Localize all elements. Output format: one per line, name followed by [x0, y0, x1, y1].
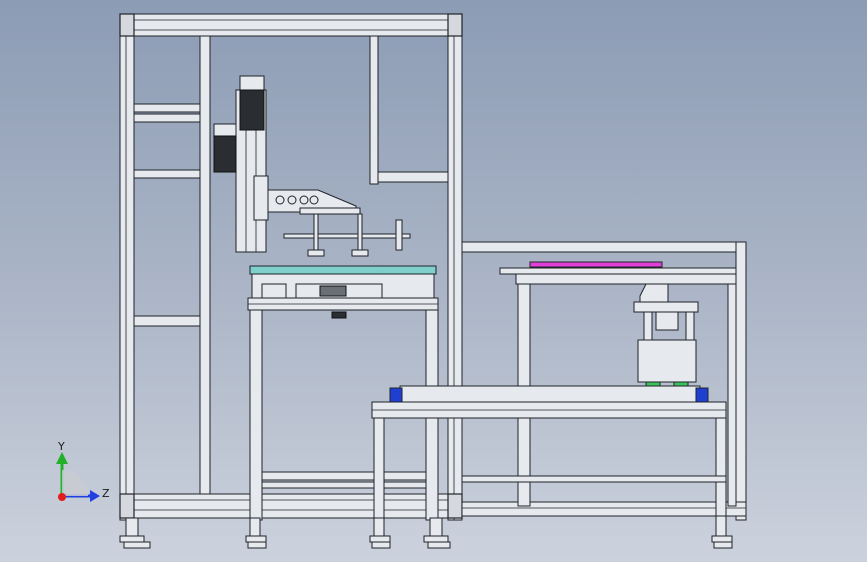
base-beam — [119, 493, 463, 519]
right-frame — [371, 241, 747, 521]
right-end-post — [735, 241, 747, 521]
inner-post-right — [369, 35, 379, 185]
actuator-motor-top — [239, 75, 265, 91]
axis-triad — [56, 452, 100, 502]
inner-post — [199, 35, 211, 497]
conveyor — [399, 385, 701, 403]
station-block — [637, 339, 697, 383]
right-top-beam — [461, 241, 747, 253]
magenta-plate — [529, 261, 663, 268]
linear-actuator — [213, 75, 411, 257]
z-axis-label: Z — [102, 487, 110, 500]
cyan-plate — [249, 265, 437, 275]
carriage — [253, 175, 269, 221]
y-axis-label: Y — [58, 440, 65, 453]
right-post — [447, 13, 463, 521]
left-post — [119, 13, 135, 521]
leveling-feet — [119, 515, 733, 549]
x-axis-origin-icon — [58, 493, 66, 501]
side-motor-cap — [213, 123, 237, 137]
table-leg-left — [249, 309, 263, 521]
actuator-motor — [239, 89, 265, 131]
side-motor — [213, 135, 237, 173]
right-upper-plate — [499, 267, 737, 275]
top-beam — [119, 13, 463, 37]
left-worktable — [247, 265, 439, 521]
